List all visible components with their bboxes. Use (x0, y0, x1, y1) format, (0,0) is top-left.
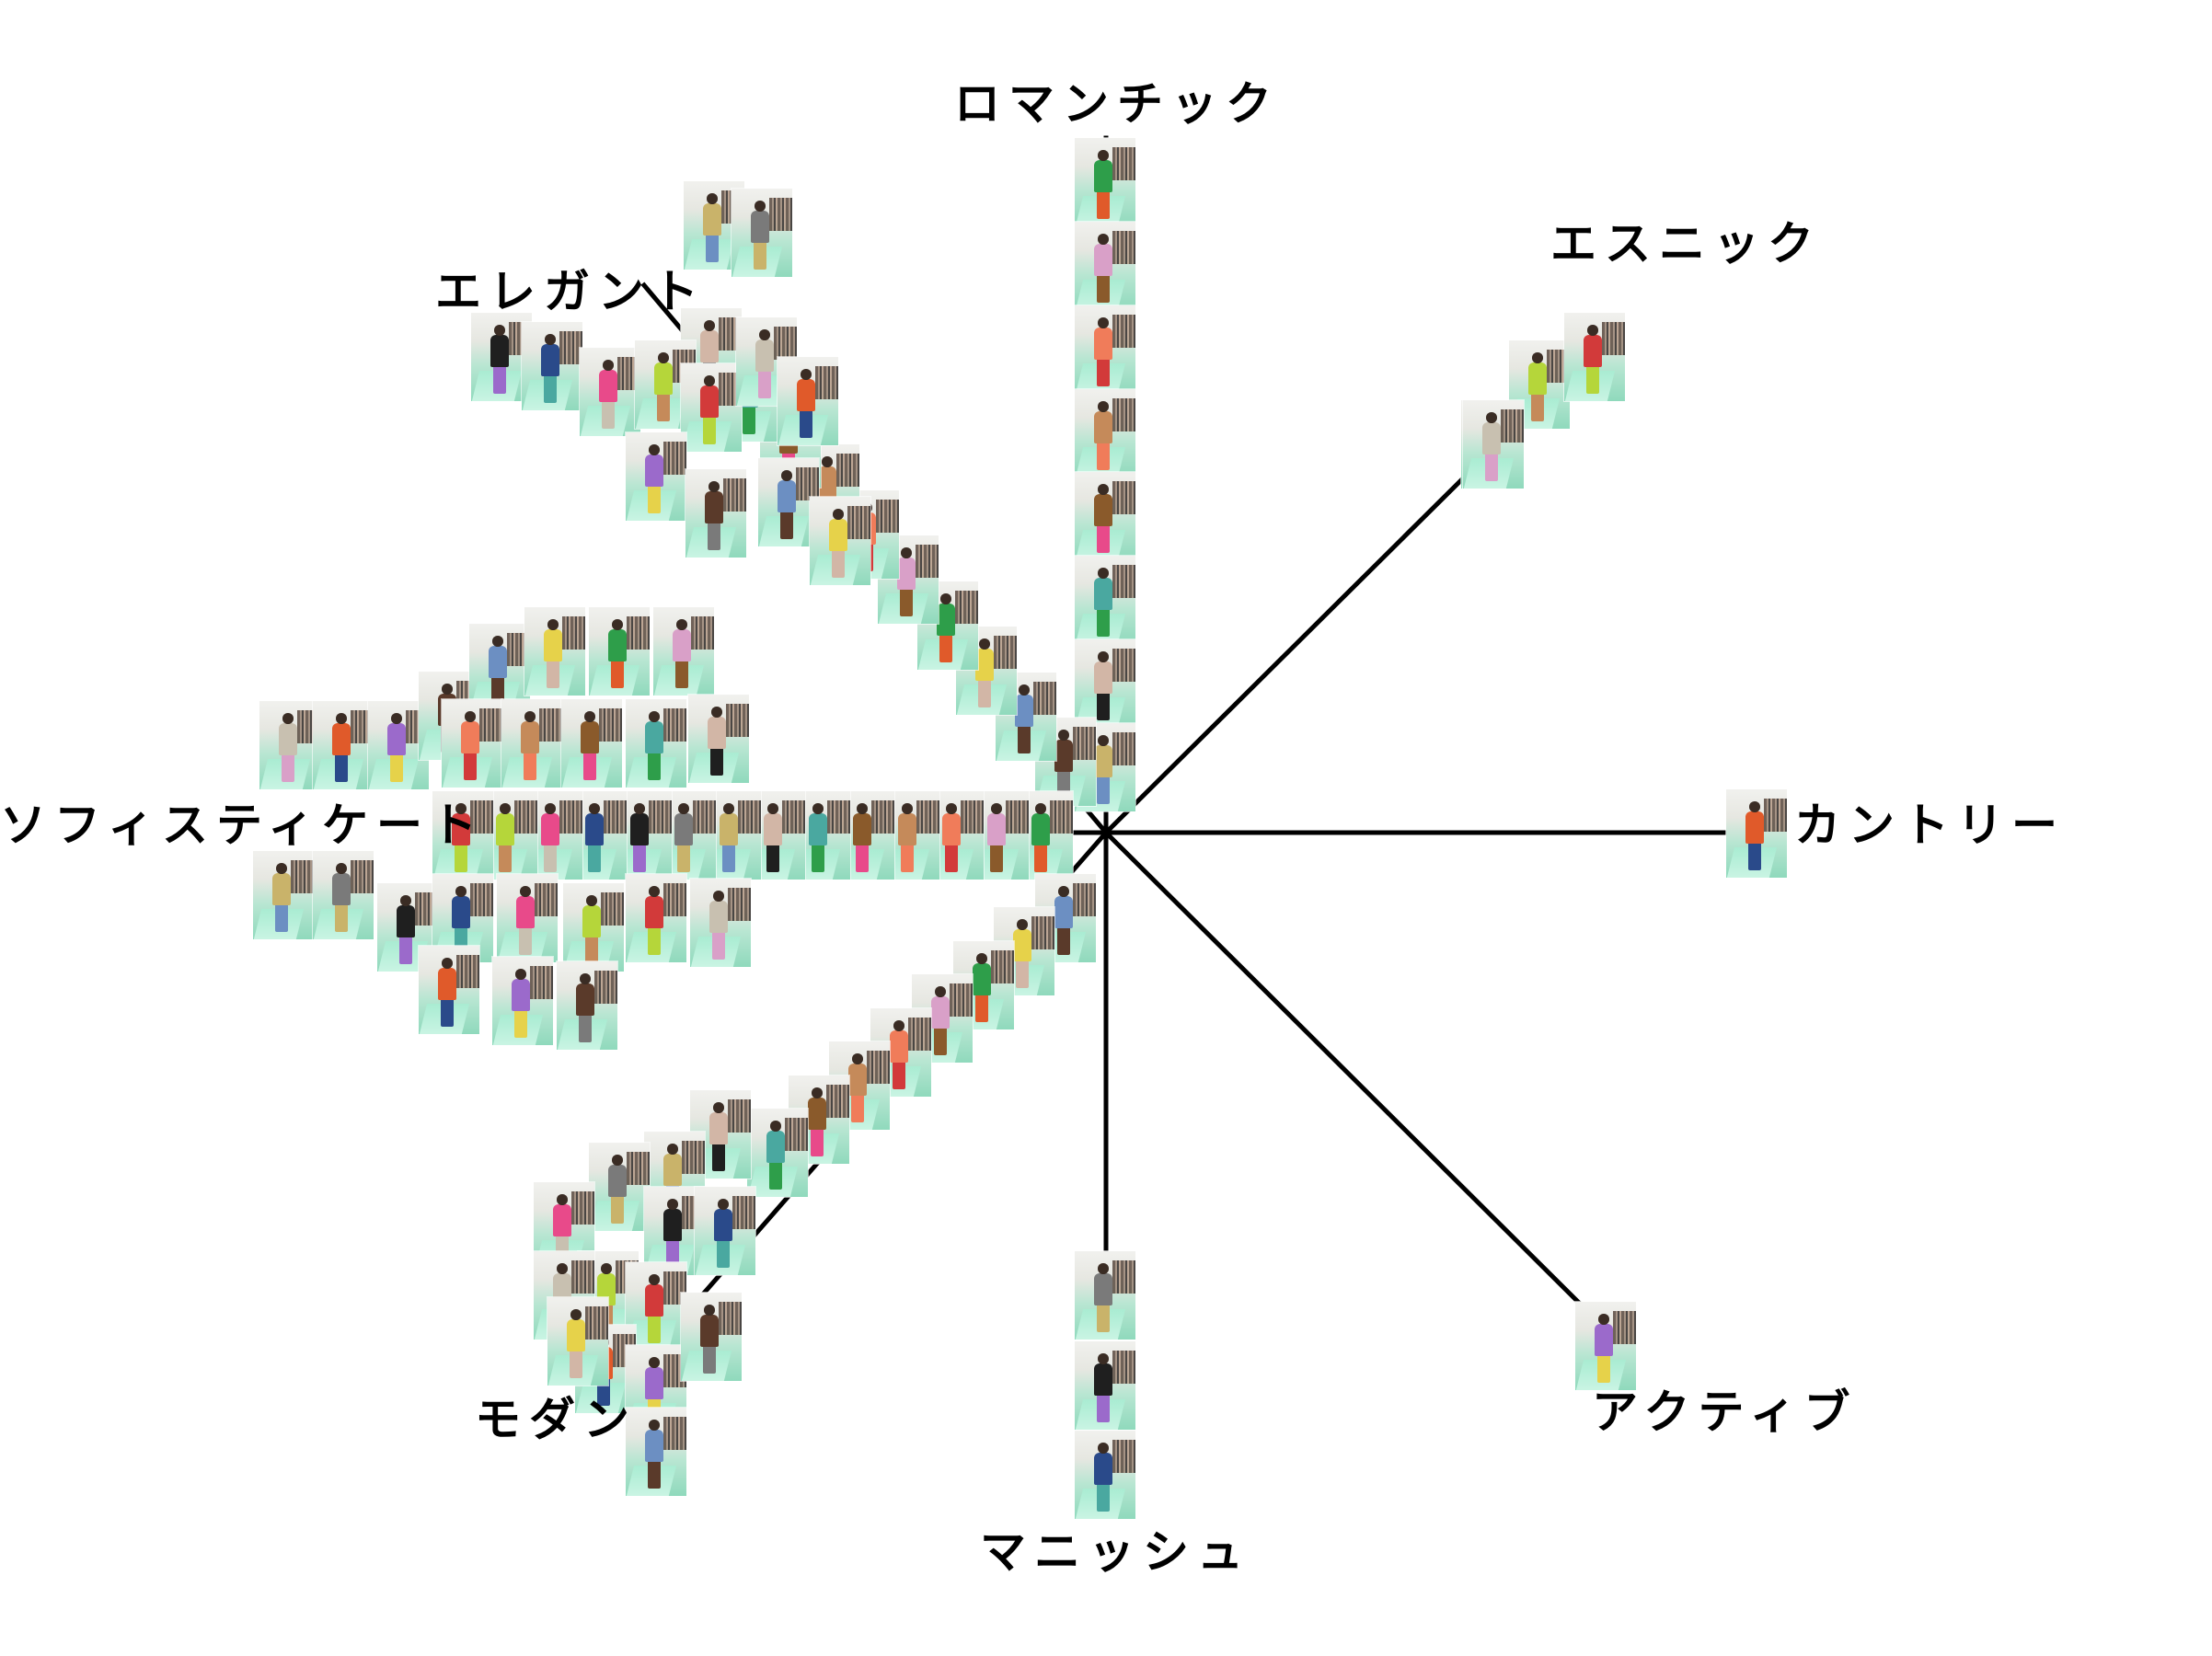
look-thumbnail (1075, 556, 1135, 644)
look-thumbnail (469, 624, 530, 712)
look-thumbnail (956, 627, 1017, 715)
look-thumbnail (501, 699, 562, 788)
label-country: カントリー (1794, 799, 2066, 852)
look-thumbnail (1075, 1341, 1135, 1430)
look-thumbnail (589, 1143, 650, 1231)
label-mannish: マニッシュ (980, 1525, 1251, 1579)
look-thumbnail (1075, 1431, 1135, 1519)
look-thumbnail (1075, 472, 1135, 560)
look-thumbnail (1075, 389, 1135, 477)
look-thumbnail (626, 874, 686, 962)
look-thumbnail (695, 1187, 755, 1275)
axis-line-active (1102, 829, 1586, 1310)
label-elegant: エレガント (435, 265, 707, 318)
look-thumbnail (313, 851, 374, 939)
look-thumbnail (313, 701, 374, 789)
label-ethnic: エスニック (1550, 217, 1822, 270)
look-thumbnail (1075, 639, 1135, 728)
look-thumbnail (557, 961, 617, 1050)
look-thumbnail (432, 791, 493, 880)
look-thumbnail (524, 607, 585, 696)
look-thumbnail (1075, 138, 1135, 226)
look-thumbnail (626, 1408, 686, 1496)
label-modern: モダン (475, 1393, 638, 1446)
look-thumbnail (442, 699, 502, 788)
look-thumbnail (690, 879, 751, 967)
look-thumbnail (1575, 1302, 1636, 1390)
label-active: アクティブ (1592, 1386, 1859, 1439)
look-thumbnail (563, 883, 624, 972)
look-thumbnail (732, 189, 792, 277)
look-thumbnail (626, 699, 686, 788)
look-thumbnail (1075, 222, 1135, 310)
look-thumbnail (626, 432, 686, 521)
look-thumbnail (778, 357, 838, 445)
look-thumbnail (688, 695, 749, 783)
look-thumbnail (1564, 313, 1625, 401)
look-thumbnail (589, 607, 650, 696)
look-thumbnail (879, 791, 939, 880)
look-thumbnail (681, 1293, 742, 1381)
look-thumbnail (259, 701, 320, 789)
label-sophisticated: ソフィスティケート (0, 799, 485, 852)
look-thumbnail (419, 946, 479, 1034)
look-thumbnail (1075, 305, 1135, 394)
look-thumbnail (653, 607, 714, 696)
look-thumbnail (1075, 1251, 1135, 1340)
look-thumbnail (580, 348, 640, 436)
look-thumbnail (1463, 400, 1524, 489)
look-thumbnail (747, 1109, 808, 1197)
look-thumbnail (681, 363, 742, 452)
look-thumbnail (561, 699, 622, 788)
look-thumbnail (492, 957, 553, 1045)
look-thumbnail (810, 497, 870, 585)
look-thumbnail (522, 322, 582, 410)
look-thumbnail (547, 1297, 608, 1386)
axis-line-ethnic (1102, 470, 1471, 836)
look-thumbnail (497, 874, 558, 962)
look-thumbnail (912, 974, 973, 1063)
look-thumbnail (253, 851, 314, 939)
look-thumbnail (758, 458, 819, 546)
look-thumbnail (1726, 789, 1787, 878)
label-romantic: ロマンチック (954, 77, 1280, 131)
look-thumbnail (685, 469, 746, 558)
